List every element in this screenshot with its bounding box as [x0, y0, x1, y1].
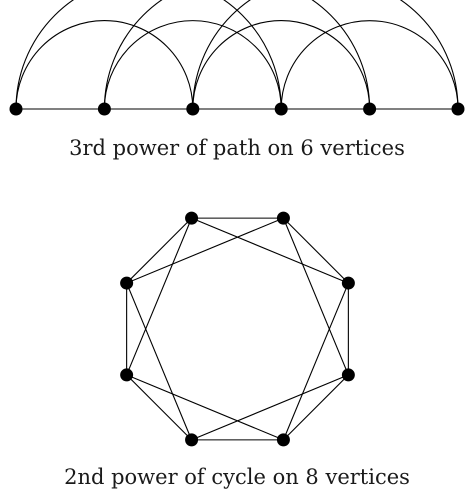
path-edge-2-4 [192, 20, 371, 110]
path-vertex-0 [9, 102, 23, 116]
path-graph-edges [15, 0, 459, 110]
cycle-edge-3-5 [191, 374, 349, 441]
path-edge-2-5 [192, 0, 459, 110]
path-vertex-2 [186, 102, 200, 116]
cycle-edge-5-6 [126, 374, 192, 441]
path-vertex-1 [97, 102, 111, 116]
cycle-graph-vertices [120, 211, 355, 447]
path-edge-1-4 [103, 0, 371, 110]
path-graph-caption: 3rd power of path on 6 vertices [69, 136, 405, 160]
cycle-edge-0-2 [191, 217, 349, 284]
cycle-edge-7-1 [126, 217, 284, 284]
cycle-edge-2-4 [282, 282, 349, 441]
cycle-edge-3-4 [283, 374, 349, 441]
cycle-edge-6-0 [126, 217, 193, 376]
path-edge-3-5 [280, 20, 459, 110]
cycle-vertex-2 [341, 276, 355, 290]
cycle-graph-edges [126, 217, 349, 441]
path-vertex-3 [274, 102, 288, 116]
cycle-edge-1-2 [283, 217, 349, 284]
cycle-edge-5-7 [126, 282, 193, 441]
cycle-vertex-7 [120, 276, 134, 290]
cycle-edge-7-0 [126, 217, 192, 284]
cycle-vertex-3 [341, 368, 355, 382]
cycle-edge-4-6 [126, 374, 284, 441]
cycle-vertex-5 [185, 433, 199, 447]
path-vertex-4 [363, 102, 377, 116]
path-vertex-5 [451, 102, 465, 116]
cycle-graph-caption: 2nd power of cycle on 8 vertices [64, 465, 410, 489]
cycle-vertex-4 [276, 433, 290, 447]
cycle-vertex-6 [120, 368, 134, 382]
path-edge-1-3 [103, 20, 282, 110]
path-graph-vertices [9, 102, 465, 116]
cycle-vertex-1 [276, 211, 290, 225]
cycle-edge-1-3 [282, 217, 349, 376]
path-edge-0-2 [15, 20, 194, 110]
cycle-vertex-0 [185, 211, 199, 225]
path-edge-0-3 [15, 0, 282, 110]
